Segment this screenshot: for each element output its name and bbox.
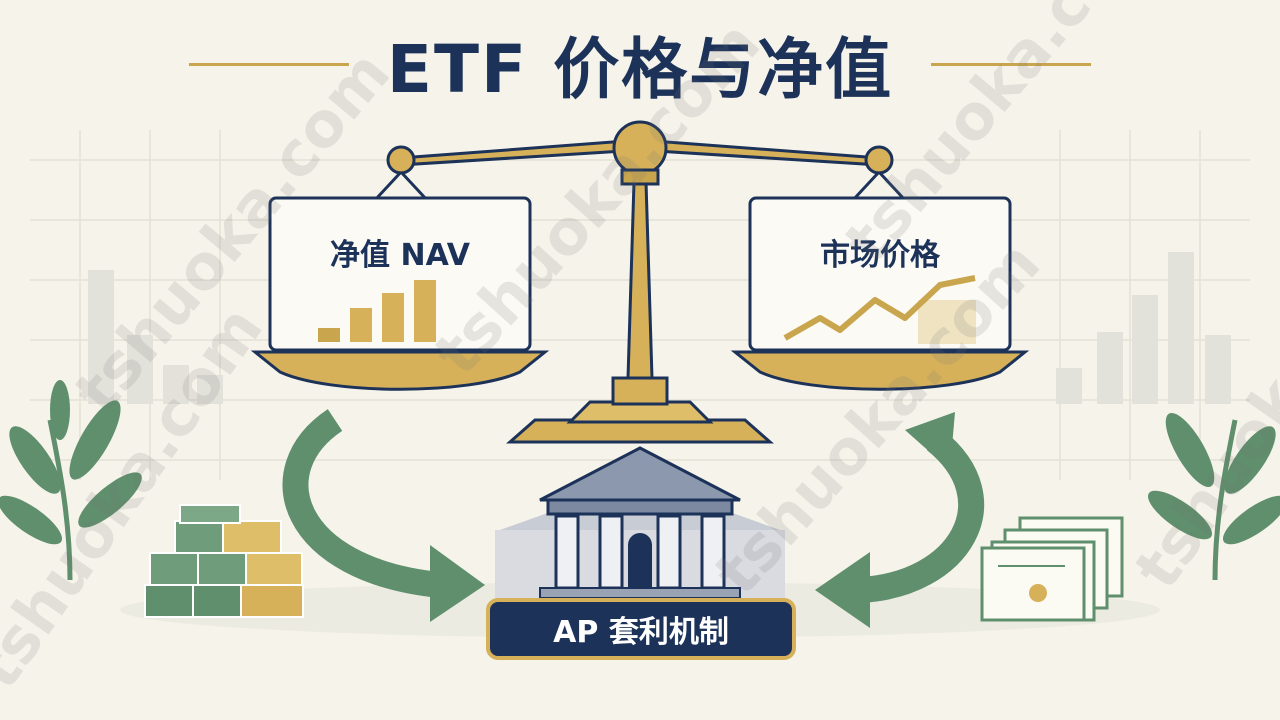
arrow-icon: [905, 412, 955, 470]
title-rule-right: [931, 62, 1092, 66]
ap-arbitrage-label: AP 套利机制: [553, 615, 729, 650]
title-rule-left: [188, 62, 349, 66]
bank-building-icon: [495, 446, 785, 600]
line-chart-icon: [783, 275, 976, 341]
ap-label-box: [486, 598, 796, 660]
right-pan: [730, 196, 1030, 391]
arrow-icon: [282, 409, 442, 598]
title-bar: ETF 价格与净值: [0, 14, 1280, 114]
arrow-icon: [859, 429, 985, 603]
arrow-icon: [815, 552, 870, 628]
arrow-icon: [430, 545, 485, 622]
leaf-plant-icon: [0, 380, 142, 581]
leaf-plant-icon: [1147, 412, 1280, 581]
certificate-stack-icon: [980, 516, 1124, 622]
left-pan: [250, 196, 550, 391]
page-title: ETF 价格与净值: [386, 31, 894, 108]
market-price-label: 市场价格: [820, 238, 940, 273]
nav-label: 净值 NAV: [330, 238, 470, 273]
balance-scale-icon: [373, 120, 907, 444]
bar-chart-icon: [318, 280, 436, 342]
cash-stack-icon: [144, 504, 304, 618]
